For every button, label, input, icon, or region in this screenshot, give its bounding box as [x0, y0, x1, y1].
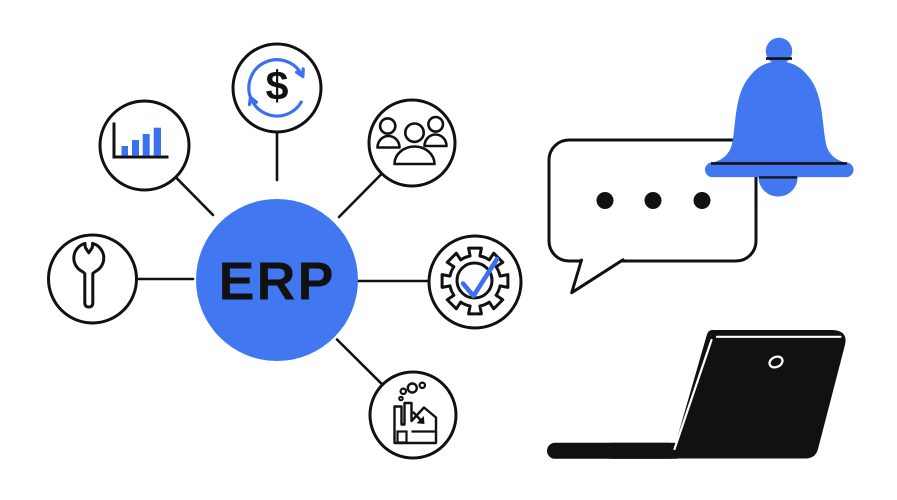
laptop	[547, 330, 846, 459]
dollar-sign: $	[266, 63, 289, 109]
node-manufacturing	[368, 370, 458, 460]
check-mark	[460, 256, 500, 299]
erp-hub-circle	[196, 199, 358, 361]
connector-lines	[135, 131, 431, 387]
speech-bubble-tail	[570, 258, 625, 295]
laptop-logo	[768, 355, 784, 369]
erp-hub-label: ERP	[218, 252, 335, 312]
node-tools	[47, 233, 138, 325]
wrench-icon	[72, 241, 106, 309]
connector-upper-left	[174, 175, 215, 217]
chat-dot	[693, 192, 711, 209]
factory-icon	[393, 381, 438, 445]
chat-notification	[547, 37, 854, 295]
typing-dots	[596, 192, 711, 209]
node-analytics	[98, 99, 191, 192]
connector-lower-right	[335, 338, 384, 387]
node-process-approval	[427, 234, 523, 330]
bar-chart-icon	[112, 122, 169, 159]
people-icon	[376, 115, 448, 166]
erp-hub: ERP	[196, 199, 358, 361]
chat-dot	[644, 192, 662, 209]
chat-dot	[596, 192, 614, 209]
node-currency-cycle: $	[231, 42, 323, 134]
connector-upper-right	[337, 173, 383, 219]
gear-check-icon	[440, 246, 510, 316]
dollar-refresh-icon: $	[247, 58, 305, 118]
node-team	[367, 98, 457, 188]
currency-node-circle	[231, 42, 323, 134]
laptop-screen	[672, 330, 846, 459]
notification-bell-icon	[705, 37, 854, 197]
